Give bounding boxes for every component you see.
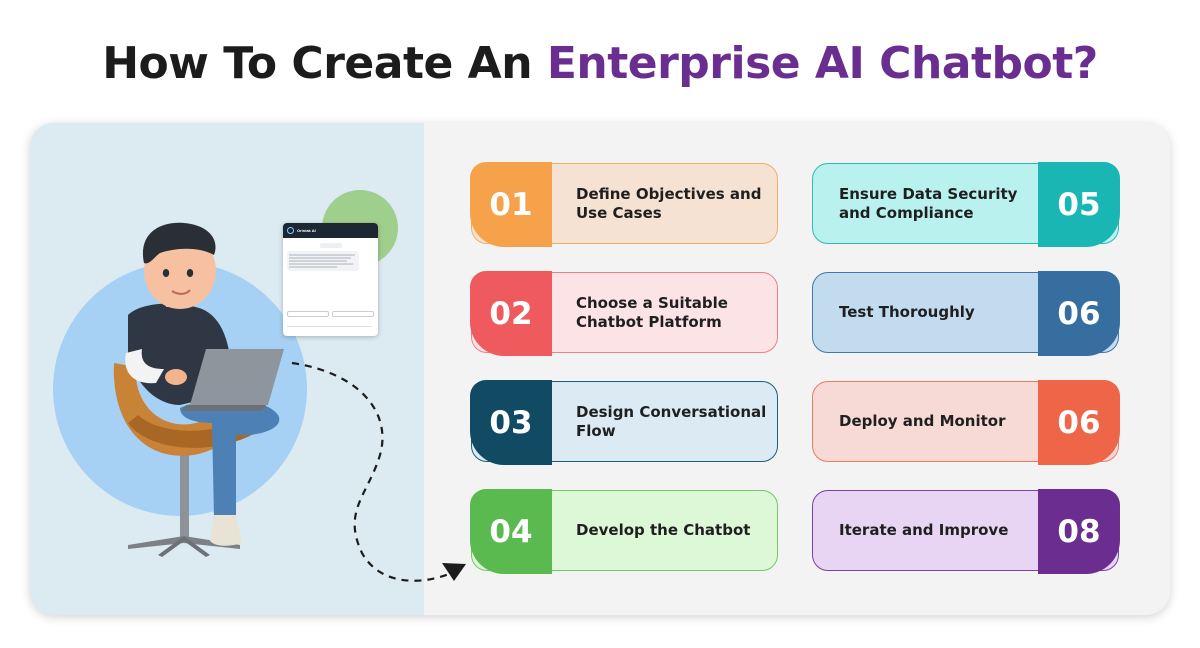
jeans <box>180 399 280 518</box>
step-card-2: 02 Choose a Suitable Chatbot Platform <box>470 271 778 356</box>
step-card-5: 05 Ensure Data Security and Compliance <box>812 162 1120 247</box>
step-card-7: 06 Deploy and Monitor <box>812 380 1120 465</box>
chat-message <box>287 251 359 271</box>
chair-base <box>128 448 240 557</box>
step-number: 01 <box>470 162 552 247</box>
step-card-4: 04 Develop the Chatbot <box>470 489 778 574</box>
step-label: Choose a Suitable Chatbot Platform <box>576 293 728 331</box>
chat-brand: Oriniak AI <box>297 228 316 233</box>
content-panel: Oriniak AI 01 Define Objectives and Use C… <box>30 123 1170 615</box>
step-label: Develop the Chatbot <box>576 521 751 539</box>
sleeve-cuff <box>125 349 164 384</box>
chat-body <box>283 238 378 274</box>
step-number: 06 <box>1038 271 1120 356</box>
step-number: 08 <box>1038 489 1120 574</box>
shoe <box>210 515 242 546</box>
step-card-3: 03 Design Conversational Flow <box>470 380 778 465</box>
step-label: Test Thoroughly <box>839 303 975 321</box>
hand <box>165 369 187 385</box>
step-number: 06 <box>1038 380 1120 465</box>
step-label: Deploy and Monitor <box>839 412 1006 430</box>
title-prefix: How To Create An <box>102 38 547 89</box>
page-title: How To Create An Enterprise AI Chatbot? <box>0 36 1200 92</box>
step-label: Define Objectives and Use Cases <box>576 184 762 222</box>
hair <box>142 222 216 264</box>
step-number: 03 <box>470 380 552 465</box>
step-label: Design Conversational Flow <box>576 402 767 440</box>
step-number: 05 <box>1038 162 1120 247</box>
dashed-arrow <box>291 361 461 582</box>
step-card-1: 01 Define Objectives and Use Cases <box>470 162 778 247</box>
quick-reply-chip[interactable] <box>287 311 329 317</box>
step-number: 04 <box>470 489 552 574</box>
laptop <box>190 349 284 405</box>
step-number: 02 <box>470 271 552 356</box>
chat-quick-replies <box>287 311 374 317</box>
chat-input[interactable] <box>287 326 372 332</box>
step-card-8: 08 Iterate and Improve <box>812 489 1120 574</box>
chat-widget-preview: Oriniak AI <box>283 223 378 336</box>
quick-reply-chip[interactable] <box>332 311 374 317</box>
person-with-laptop-illustration <box>53 190 466 582</box>
title-accent: Enterprise AI Chatbot? <box>546 38 1098 89</box>
chat-date-pill <box>319 243 342 248</box>
chat-logo-icon <box>287 227 294 234</box>
arrow-head-icon <box>442 563 466 581</box>
step-label: Ensure Data Security and Compliance <box>839 184 1018 222</box>
chat-header: Oriniak AI <box>283 223 378 238</box>
step-label: Iterate and Improve <box>839 521 1009 539</box>
step-card-6: 06 Test Thoroughly <box>812 271 1120 356</box>
